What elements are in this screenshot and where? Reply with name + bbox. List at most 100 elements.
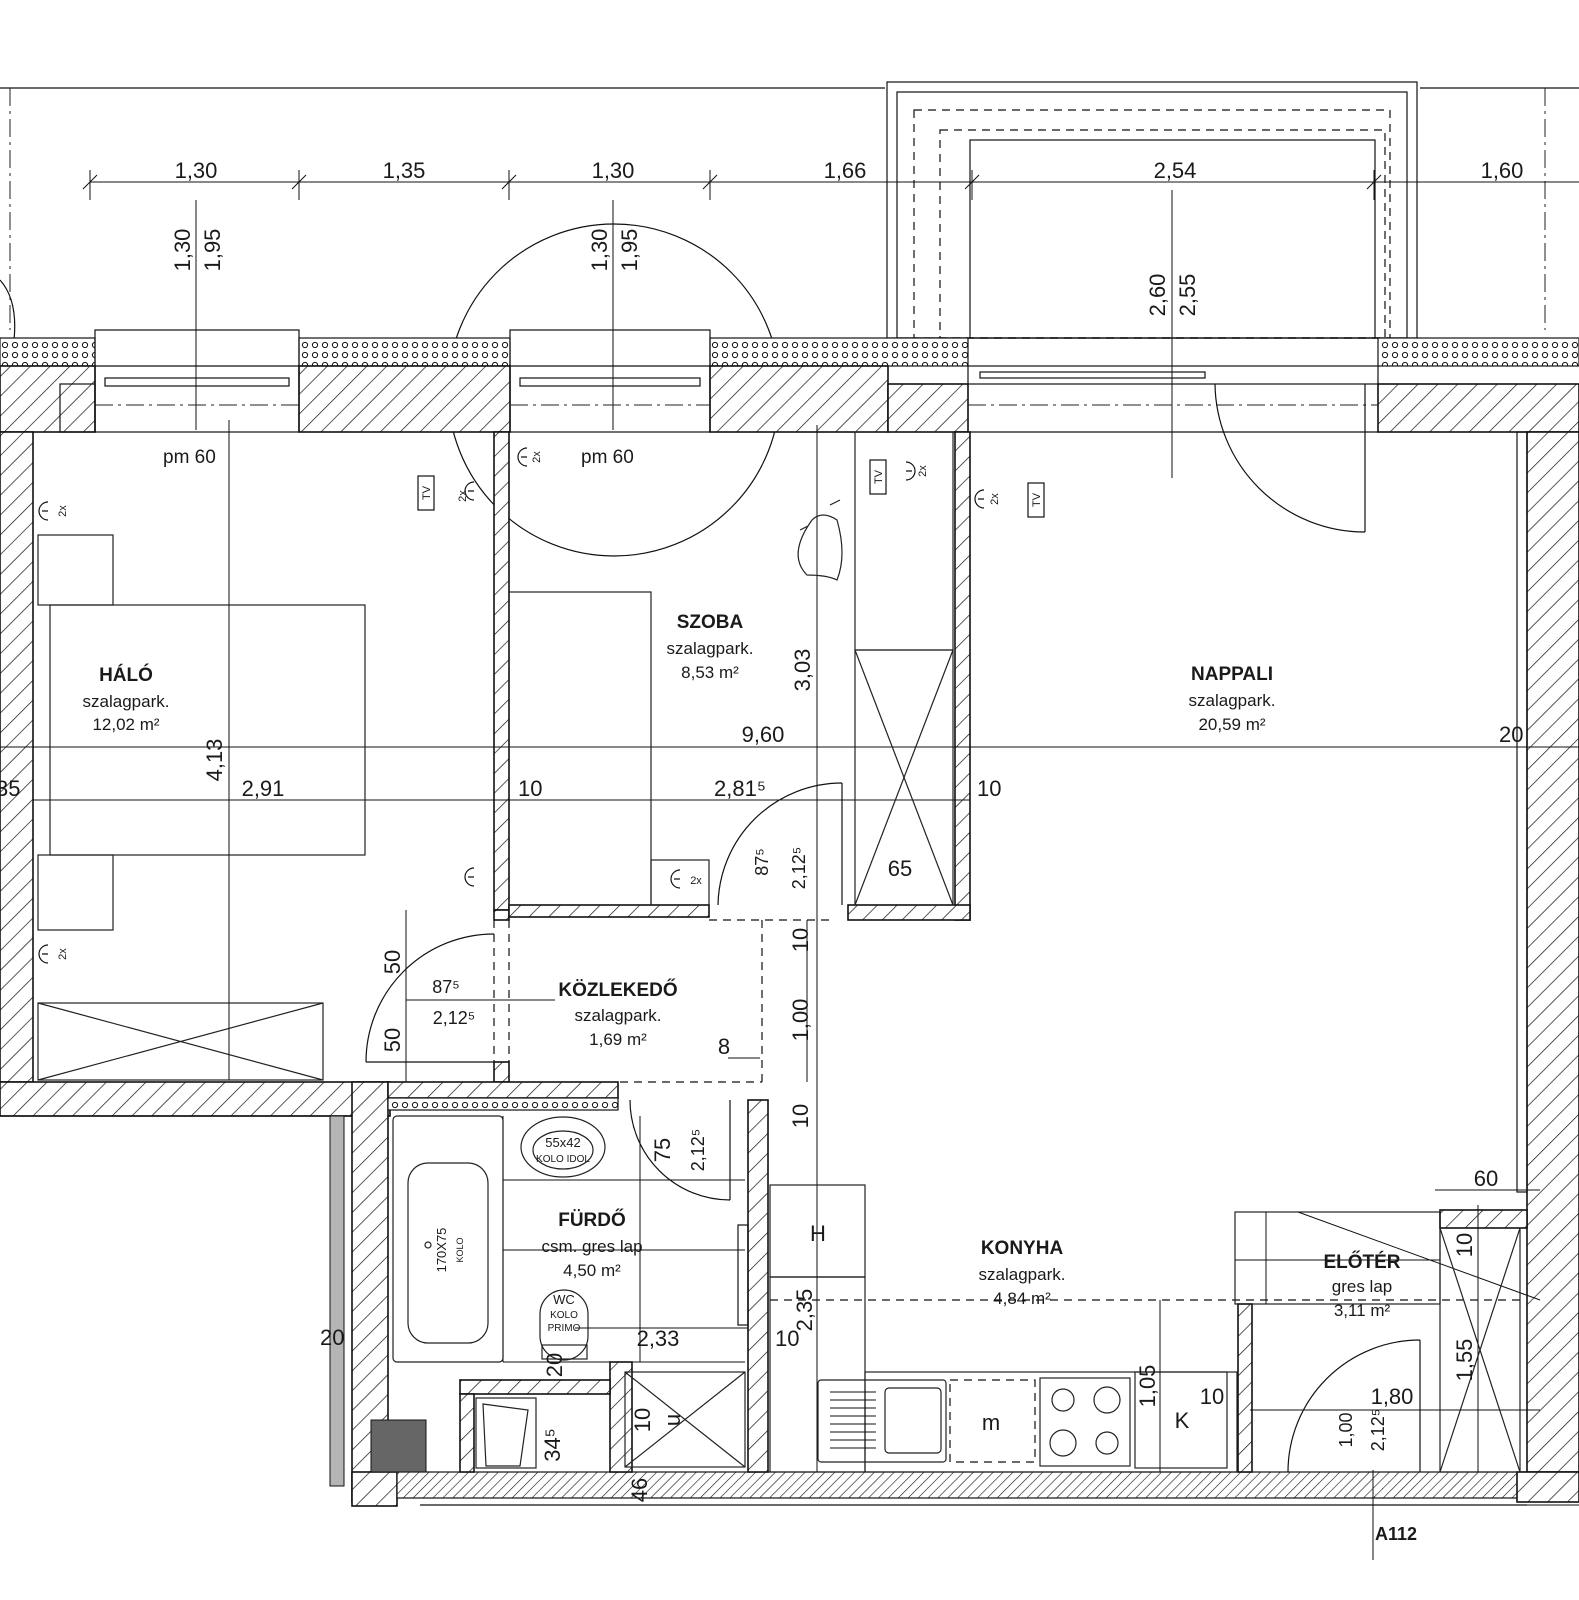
- dim-door-szoba-w: 87⁵: [752, 848, 772, 875]
- window-left: [94, 329, 300, 433]
- microwave-label: m: [982, 1410, 1000, 1435]
- dim-door-entry-w: 1,00: [1336, 1412, 1356, 1447]
- dim-konyha-10-b: 10: [1200, 1384, 1224, 1409]
- room-furdo-floor: csm. gres lap: [541, 1237, 642, 1256]
- room-eloter-floor: gres lap: [1332, 1277, 1392, 1296]
- washbasin-size: 55x42: [545, 1135, 580, 1150]
- room-kozlekedo-floor: szalagpark.: [575, 1006, 662, 1025]
- dim-window-left-1: 1,30: [170, 229, 195, 272]
- exterior-wall-top: [0, 337, 1579, 433]
- room-nappali-floor: szalagpark.: [1189, 691, 1276, 710]
- boiler-label: u: [660, 1414, 685, 1426]
- socket-icon: 2x: [905, 461, 929, 481]
- sill-left: pm 60: [163, 447, 216, 468]
- svg-text:2x: 2x: [989, 493, 1001, 505]
- dim-door-entry-h: 2,12⁵: [1368, 1409, 1388, 1452]
- svg-text:TV: TV: [1031, 492, 1043, 507]
- dim-door-halo-w: 87⁵: [432, 977, 459, 997]
- kitchen-fixtures: [769, 1184, 1238, 1473]
- dim-kozl-50-a: 50: [380, 950, 405, 974]
- socket-icon: 2x: [457, 481, 475, 502]
- top-dimension-chain: 1,30 1,35 1,30 1,66 2,54 1,60: [82, 158, 1579, 200]
- socket-icon: [464, 867, 475, 887]
- svg-text:2x: 2x: [57, 948, 69, 960]
- dim-wall-10-b: 10: [977, 776, 1001, 801]
- dim-window-mid-2: 1,95: [617, 229, 642, 272]
- dim-furdo-10: 10: [630, 1408, 655, 1432]
- bathtub-brand: KOLO: [455, 1237, 465, 1262]
- room-kozlekedo: KÖZLEKEDŐ szalagpark. 1,69 m²: [558, 979, 677, 1049]
- dim-total-width: 9,60: [742, 722, 785, 747]
- apartment-id: A112: [1375, 1524, 1417, 1544]
- szoba-furniture: [508, 425, 954, 1472]
- dim-szoba-depth: 3,03: [790, 649, 815, 692]
- dim-eloter-60: 60: [1474, 1166, 1498, 1191]
- exterior-wall-right: [1516, 431, 1579, 1473]
- room-halo: HÁLÓ szalagpark. 12,02 m²: [83, 664, 170, 734]
- balcony-outline: [0, 81, 1579, 341]
- dim-balcony-door-2: 2,55: [1175, 274, 1200, 317]
- room-szoba-floor: szalagpark.: [667, 639, 754, 658]
- room-eloter-area: 3,11 m²: [1334, 1301, 1391, 1320]
- dim-furdo-34: 34⁵: [540, 1428, 565, 1462]
- socket-icon: 2x: [974, 489, 1001, 509]
- washbasin-brand: KOLO IDOL: [536, 1154, 590, 1165]
- room-konyha-name: KONYHA: [981, 1238, 1064, 1259]
- socket-icon: 2x: [517, 447, 543, 467]
- dim-halo-width: 2,91: [242, 776, 285, 801]
- dim-top-5: 2,54: [1154, 158, 1197, 183]
- svg-text:2x: 2x: [531, 451, 543, 463]
- dim-halo-depth: 4,13: [202, 739, 227, 782]
- dim-left-edge: 35: [0, 776, 20, 801]
- dim-kozl-100: 1,00: [788, 999, 813, 1042]
- exterior-wall-bottom: [329, 1081, 1528, 1507]
- dim-wardrobe: 65: [888, 856, 912, 881]
- room-furdo: FÜRDŐ csm. gres lap 4,50 m²: [541, 1209, 642, 1280]
- dim-furdo-46: 46: [627, 1478, 652, 1502]
- fridge-label: H: [810, 1221, 826, 1246]
- tv-outlet-icon: TV: [1027, 482, 1045, 518]
- dim-konyha-105: 1,05: [1135, 1365, 1160, 1408]
- dim-eloter-10: 10: [1452, 1233, 1477, 1257]
- dim-door-halo-h: 2,12⁵: [433, 1008, 476, 1028]
- room-furdo-area: 4,50 m²: [563, 1261, 621, 1280]
- room-halo-floor: szalagpark.: [83, 692, 170, 711]
- room-nappali-name: NAPPALI: [1191, 664, 1273, 685]
- bathtub-size: 170X75: [434, 1228, 449, 1273]
- socket-icon: 2x: [670, 869, 702, 889]
- dim-furdo-width: 2,33: [637, 1326, 680, 1351]
- dim-top-2: 1,35: [383, 158, 426, 183]
- wc-label-1: WC: [553, 1292, 575, 1307]
- svg-text:TV: TV: [873, 469, 885, 484]
- dim-wall-10-a: 10: [518, 776, 542, 801]
- dim-balcony-door-1: 2,60: [1145, 274, 1170, 317]
- room-konyha-floor: szalagpark.: [979, 1265, 1066, 1284]
- room-furdo-name: FÜRDŐ: [558, 1209, 626, 1231]
- tv-outlet-icon: TV: [869, 459, 887, 495]
- socket-icon: 2x: [38, 944, 69, 964]
- svg-text:TV: TV: [421, 485, 433, 500]
- dim-door-furdo-h: 2,12⁵: [688, 1129, 708, 1172]
- room-nappali: NAPPALI szalagpark. 20,59 m²: [1189, 664, 1276, 734]
- window-middle: [509, 329, 711, 433]
- dim-kozl-8: 8: [718, 1034, 730, 1059]
- dim-kozl-10-a: 10: [788, 928, 813, 952]
- window-axes: 1,30 1,95 1,30 1,95 2,60 2,55: [170, 190, 1200, 478]
- dim-konyha-10: 10: [775, 1326, 799, 1351]
- room-kozlekedo-name: KÖZLEKEDŐ: [558, 979, 677, 1001]
- dim-right-edge: 20: [1499, 722, 1523, 747]
- dim-window-mid-1: 1,30: [587, 229, 612, 272]
- room-halo-name: HÁLÓ: [99, 664, 153, 686]
- interior-walls: [387, 431, 1579, 1503]
- balcony-door: [967, 365, 1379, 533]
- wc-label-2: KOLO: [550, 1310, 578, 1321]
- dim-door-furdo-w: 75: [650, 1138, 675, 1162]
- room-nappali-area: 20,59 m²: [1198, 715, 1265, 734]
- svg-text:2x: 2x: [57, 505, 69, 517]
- dim-eloter-180: 1,80: [1371, 1384, 1414, 1409]
- room-szoba-name: SZOBA: [677, 612, 744, 633]
- sink-drain-lines: [830, 1391, 876, 1449]
- dim-kozl-10-b: 10: [788, 1104, 813, 1128]
- dim-kozl-50-b: 50: [380, 1028, 405, 1052]
- dim-szoba-width: 2,81⁵: [714, 776, 766, 801]
